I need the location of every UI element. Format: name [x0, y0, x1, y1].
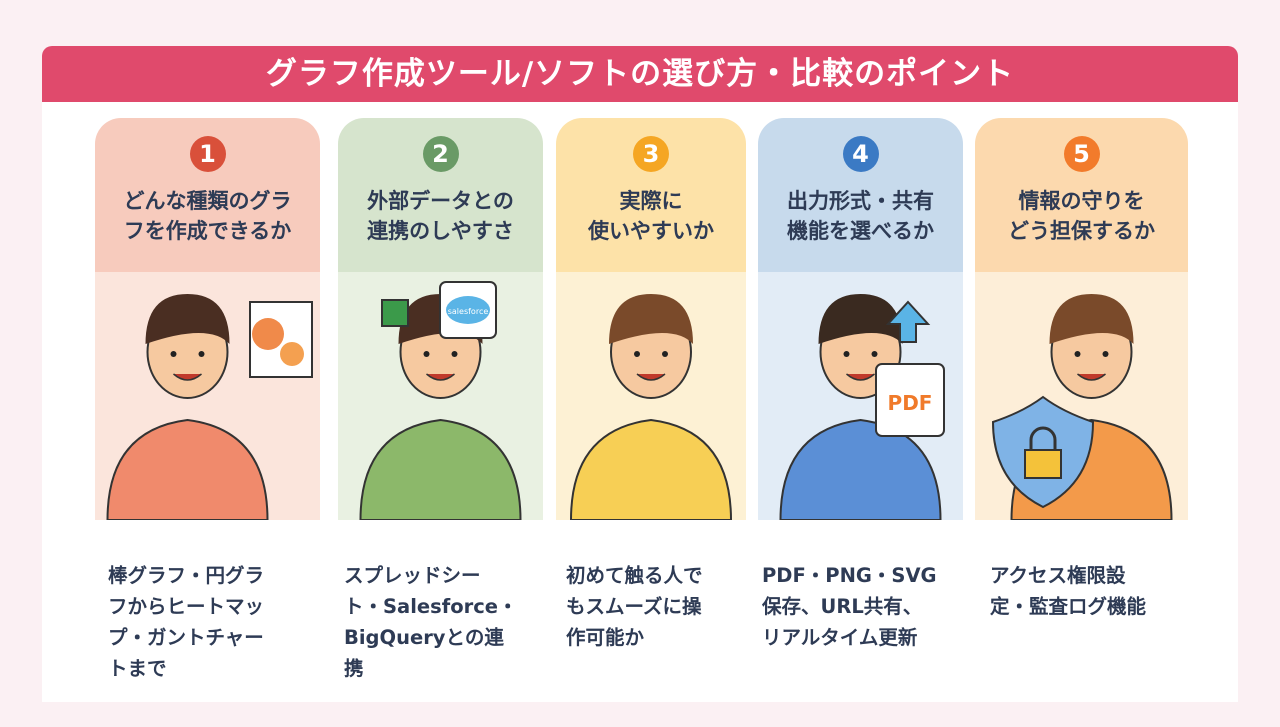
- card-header: 2 外部データとの 連携のしやすさ: [338, 118, 543, 272]
- step-number-badge: 3: [633, 136, 669, 172]
- step-number-badge: 5: [1063, 136, 1100, 172]
- shield-lock-icon: [991, 395, 1095, 509]
- salesforce-logo: salesforce: [439, 281, 497, 339]
- person-illustration: [569, 294, 733, 520]
- point-card-4: 4 出力形式・共有 機能を選べるか PDF: [758, 118, 963, 520]
- spreadsheet-icon: [381, 299, 409, 327]
- pdf-document-icon: PDF: [875, 363, 945, 437]
- point-card-1: 1 どんな種類のグラ フを作成できるか: [95, 118, 320, 520]
- svg-text:salesforce: salesforce: [448, 307, 489, 316]
- point-card-3: 3 実際に 使いやすいか: [556, 118, 746, 520]
- step-number-badge: 4: [842, 136, 879, 172]
- card-illustration: salesforce: [338, 272, 543, 520]
- card-illustration: [95, 272, 320, 520]
- chart-board-icon: [249, 301, 313, 378]
- card-description: スプレッドシー ト・Salesforce・ BigQueryとの連 携: [344, 564, 518, 680]
- card-header: 1 どんな種類のグラ フを作成できるか: [95, 118, 320, 272]
- person-illustration: PDF: [779, 294, 945, 520]
- upload-arrow-icon: [885, 300, 931, 343]
- point-card-5: 5 情報の守りを どう担保するか: [975, 118, 1188, 520]
- card-title: 出力形式・共有 機能を選べるか: [787, 189, 934, 243]
- card-description: PDF・PNG・SVG 保存、URL共有、 リアルタイム更新: [762, 564, 937, 649]
- person-illustration: [991, 294, 1173, 520]
- card-title: 情報の守りを どう担保するか: [1008, 189, 1155, 243]
- card-description: 初めて触る人で もスムーズに操 作可能か: [566, 564, 703, 649]
- step-number-badge: 1: [189, 136, 226, 172]
- card-description: アクセス権限設 定・監査ログ機能: [990, 564, 1147, 618]
- card-title: 実際に 使いやすいか: [588, 189, 714, 243]
- card-header: 5 情報の守りを どう担保するか: [975, 118, 1188, 272]
- person-illustration: [106, 294, 313, 520]
- card-title: 外部データとの 連携のしやすさ: [367, 189, 514, 243]
- card-description: 棒グラフ・円グラ フからヒートマッ プ・ガントチャー トまで: [108, 564, 265, 680]
- card-header: 3 実際に 使いやすいか: [556, 118, 746, 272]
- person-illustration: salesforce: [359, 281, 522, 520]
- step-number-badge: 2: [422, 136, 459, 172]
- point-card-2: 2 外部データとの 連携のしやすさ salesforce: [338, 118, 543, 520]
- card-illustration: [556, 272, 746, 520]
- svg-text:PDF: PDF: [888, 391, 933, 415]
- card-illustration: PDF: [758, 272, 963, 520]
- card-header: 4 出力形式・共有 機能を選べるか: [758, 118, 963, 272]
- card-title: どんな種類のグラ フを作成できるか: [123, 189, 292, 243]
- page-title: グラフ作成ツール/ソフトの選び方・比較のポイント: [42, 46, 1238, 102]
- card-illustration: [975, 272, 1188, 520]
